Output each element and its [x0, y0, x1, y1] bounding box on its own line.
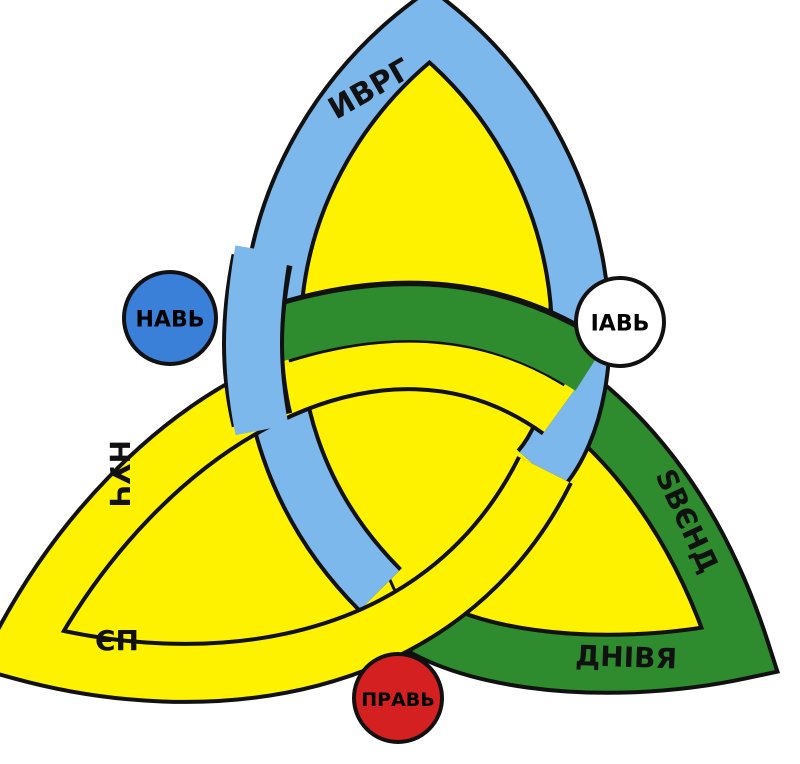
yellow-band-bottom-runes: ЄП — [95, 624, 139, 657]
yav-circle: ІАВЬ — [574, 276, 666, 368]
green-band-overlap — [261, 280, 605, 391]
blue-band-overlap — [222, 245, 293, 436]
prav-label: ПРАВЬ — [361, 689, 435, 711]
nav-label: НАВЬ — [136, 308, 205, 333]
nav-circle: НАВЬ — [122, 270, 218, 366]
green-band-bottom-runes: ДНІВЯ — [575, 639, 678, 676]
yav-label: ІАВЬ — [591, 312, 650, 337]
yellow-band — [0, 329, 579, 704]
prav-circle: ПРАВЬ — [352, 652, 444, 744]
yellow-band-side-runes: НУЧ — [103, 440, 136, 508]
